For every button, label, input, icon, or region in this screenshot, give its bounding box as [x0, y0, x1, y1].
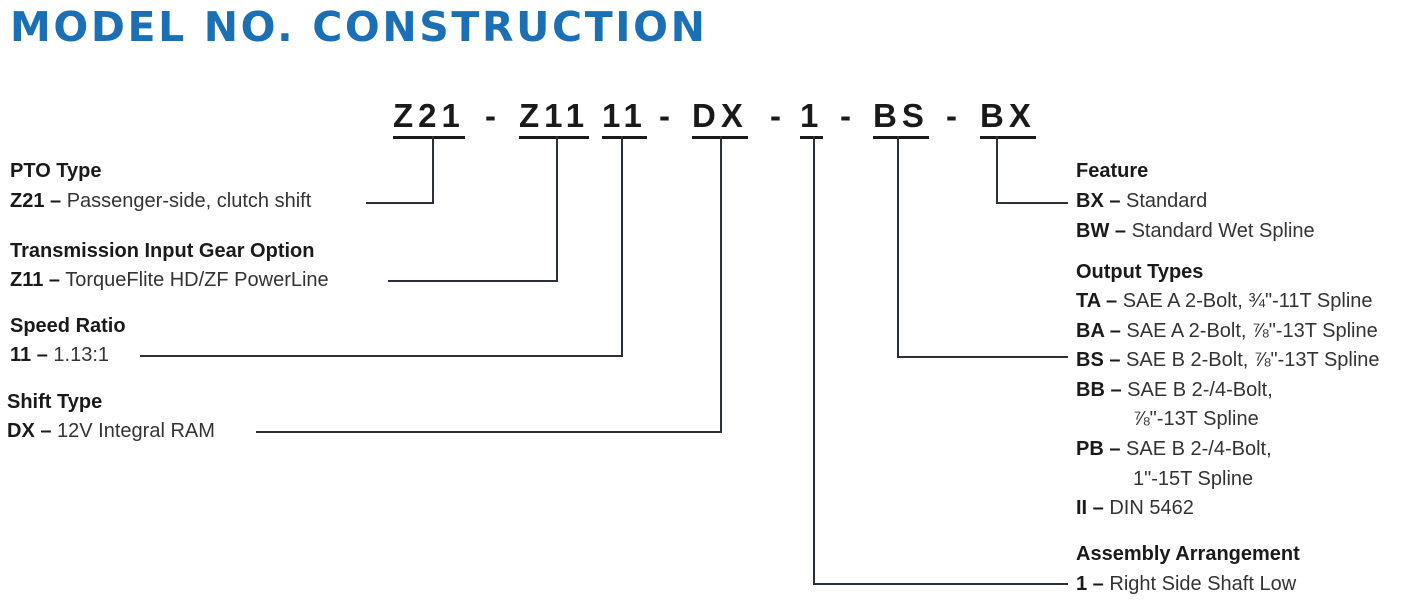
code-pto-type: Z21	[393, 96, 465, 139]
code-shift-type: DX	[692, 96, 748, 139]
leader-line-output	[897, 136, 1068, 358]
output-option: BB – SAE B 2-/4-Bolt,	[1076, 379, 1273, 402]
option-code: BS –	[1076, 349, 1121, 371]
option-code: BX –	[1076, 190, 1121, 212]
feature-option: BX – Standard	[1076, 190, 1207, 213]
option-desc: SAE B 2-/4-Bolt,	[1126, 438, 1272, 460]
code-separator: -	[485, 97, 501, 134]
option-code: 1 –	[1076, 573, 1104, 595]
leader-line-gear	[388, 136, 558, 282]
option-code: II –	[1076, 497, 1104, 519]
option-desc: SAE B 2-/4-Bolt,	[1127, 379, 1273, 401]
speed-ratio-heading: Speed Ratio	[10, 315, 126, 337]
output-option: TA – SAE A 2-Bolt, ¾"-11T Spline	[1076, 290, 1373, 313]
assembly-heading: Assembly Arrangement	[1076, 543, 1300, 565]
option-code: DX –	[7, 420, 52, 442]
code-speed-ratio: 11	[602, 96, 647, 139]
option-code: Z21 –	[10, 190, 62, 212]
code-output-type: BS	[873, 96, 929, 139]
option-desc: Right Side Shaft Low	[1109, 573, 1297, 595]
code-assembly: 1	[800, 96, 824, 139]
output-option: II – DIN 5462	[1076, 497, 1194, 520]
option-desc: SAE A 2-Bolt, ¾"-11T Spline	[1122, 290, 1373, 312]
option-code: BB –	[1076, 379, 1122, 401]
option-code: PB –	[1076, 438, 1121, 460]
output-option: BS – SAE B 2-Bolt, ⅞"-13T Spline	[1076, 349, 1380, 372]
shift-type-option: DX – 12V Integral RAM	[7, 420, 215, 443]
leader-line-assembly	[813, 136, 1068, 585]
shift-type-heading: Shift Type	[7, 391, 103, 413]
speed-ratio-option: 11 – 1.13:1	[10, 344, 109, 367]
option-code: BA –	[1076, 320, 1121, 342]
leader-line-pto	[366, 136, 434, 204]
pto-type-heading: PTO Type	[10, 160, 102, 182]
feature-heading: Feature	[1076, 160, 1149, 182]
leader-line-feature	[996, 136, 1068, 204]
option-code: BW –	[1076, 220, 1126, 242]
output-option: PB – SAE B 2-/4-Bolt,	[1076, 438, 1272, 461]
option-desc: SAE B 2-Bolt, ⅞"-13T Spline	[1126, 349, 1380, 371]
assembly-option: 1 – Right Side Shaft Low	[1076, 573, 1296, 596]
leader-line-ratio	[140, 136, 623, 357]
page-title: MODEL NO. CONSTRUCTION	[10, 3, 708, 51]
code-separator: -	[840, 97, 856, 134]
option-desc: Standard	[1126, 190, 1208, 212]
code-separator: -	[946, 97, 962, 134]
option-code: TA –	[1076, 290, 1118, 312]
leader-line-shift	[256, 136, 722, 433]
option-desc: TorqueFlite HD/ZF PowerLine	[65, 269, 329, 291]
output-option: BA – SAE A 2-Bolt, ⅞"-13T Spline	[1076, 320, 1378, 343]
option-desc-continuation: 1"-15T Spline	[1133, 468, 1254, 490]
pto-type-option: Z21 – Passenger-side, clutch shift	[10, 190, 311, 213]
input-gear-heading: Transmission Input Gear Option	[10, 240, 315, 262]
option-desc: Passenger-side, clutch shift	[66, 190, 312, 212]
option-code: Z11 –	[10, 269, 61, 291]
input-gear-option: Z11 – TorqueFlite HD/ZF PowerLine	[10, 269, 329, 292]
option-desc: Standard Wet Spline	[1131, 220, 1315, 242]
option-desc: SAE A 2-Bolt, ⅞"-13T Spline	[1126, 320, 1378, 342]
option-desc: DIN 5462	[1109, 497, 1194, 519]
option-desc-continuation: ⅞"-13T Spline	[1133, 408, 1259, 430]
code-separator: -	[659, 97, 675, 134]
code-separator: -	[770, 97, 786, 134]
code-feature: BX	[980, 96, 1036, 139]
option-desc: 12V Integral RAM	[57, 420, 215, 442]
feature-option: BW – Standard Wet Spline	[1076, 220, 1315, 243]
option-desc: 1.13:1	[53, 344, 109, 366]
code-input-gear: Z11	[519, 96, 590, 139]
option-code: 11 –	[10, 344, 48, 366]
output-types-heading: Output Types	[1076, 261, 1204, 283]
